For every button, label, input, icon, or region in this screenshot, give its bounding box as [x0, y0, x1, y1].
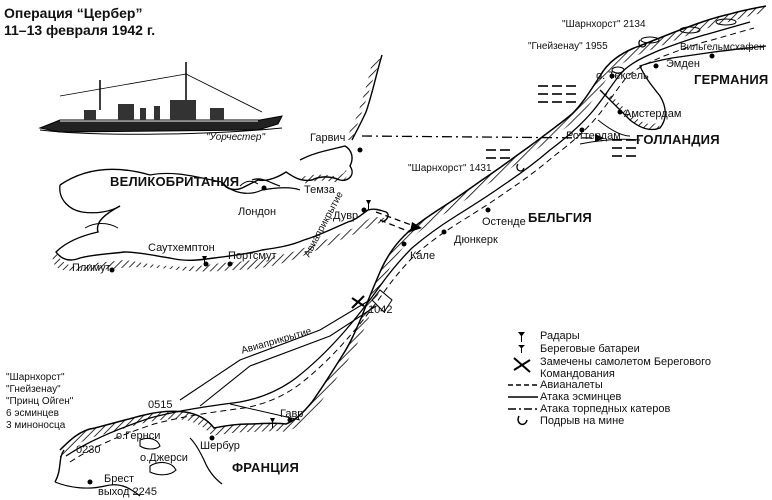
squadron-item: 6 эсминцев: [6, 408, 59, 419]
place-label-cherbourg: Шербур: [200, 440, 240, 452]
annotation-scharnhorst-1431: "Шарнхорст" 1431: [408, 163, 492, 174]
place-label-brest-exit: выход 2245: [98, 486, 157, 498]
place-label-emden: Эмден: [666, 58, 700, 70]
place-label-dunkirk: Дюнкерк: [454, 234, 498, 246]
annotation-time-1042: 1042: [368, 304, 393, 316]
annotation-gneisenau-1955: "Гнейзенау" 1955: [528, 41, 608, 52]
place-label-plymouth: Плимут: [72, 262, 111, 274]
radar-markers: [202, 200, 371, 428]
squadron-item: 3 миноносца: [6, 420, 66, 431]
england-coastline: [52, 54, 389, 272]
country-label-belgium: БЕЛЬГИЯ: [528, 210, 592, 225]
ship-caption: "Уорчестер": [206, 132, 266, 143]
place-label-texel: о. Тексель: [596, 70, 649, 82]
place-label-havre: Гавр: [280, 408, 304, 420]
place-label-london: Лондон: [238, 206, 277, 218]
place-label-portsmouth: Портсмут: [228, 250, 277, 262]
place-label-guernsey: о.Гернси: [116, 430, 161, 442]
place-label-ostend: Остенде: [482, 216, 526, 228]
annotation-scharnhorst-2134: "Шарнхорст" 2134: [562, 19, 646, 30]
place-label-dover: Дувр: [333, 210, 359, 222]
place-label-wilhelmshaven: Вильгельмсхафен: [680, 42, 765, 53]
place-label-rotterdam: Роттердам: [566, 130, 621, 142]
dover-air-raids: [375, 211, 422, 233]
ship-route: [65, 21, 755, 463]
place-label-harwich: Гарвич: [310, 132, 346, 144]
aircraft-formations: [486, 85, 636, 159]
annotation-time-0515: 0515: [148, 399, 173, 411]
aircraft-sighting-marker: [351, 295, 365, 309]
place-label-jersey: о.Джерси: [140, 452, 188, 464]
place-label-calais: Кале: [410, 250, 436, 262]
country-label-holland: ГОЛЛАНДИЯ: [636, 132, 720, 147]
legend-symbols: [508, 332, 538, 426]
map-title-line1: Операция “Цербер”: [4, 5, 143, 21]
squadron-item: "Принц Ойген": [6, 396, 74, 407]
place-label-thames: Темза: [304, 184, 335, 196]
squadron-item: "Шарнхорст": [6, 372, 65, 383]
map-title-line2: 11–13 февраля 1942 г.: [4, 22, 156, 38]
squadron-list: "Шарнхорст" "Гнейзенау" "Принц Ойген" 6 …: [6, 372, 126, 432]
harwich-attack-line: [361, 134, 604, 142]
destroyer-illustration: [38, 62, 283, 135]
country-label-germany: ГЕРМАНИЯ: [694, 72, 769, 87]
squadron-item: "Гнейзенау": [6, 384, 61, 395]
place-label-amsterdam: Амстердам: [624, 108, 682, 120]
air-cover-lines: [179, 289, 393, 421]
place-label-southampton: Саутхемптон: [148, 242, 215, 254]
annotation-time-0230: 0230: [76, 444, 101, 456]
place-label-brest: Брест: [104, 473, 134, 485]
mine-markers: [516, 39, 647, 172]
country-label-britain: ВЕЛИКОБРИТАНИЯ: [110, 174, 240, 189]
country-label-france: ФРАНЦИЯ: [232, 460, 299, 475]
place-dots: [87, 53, 715, 485]
